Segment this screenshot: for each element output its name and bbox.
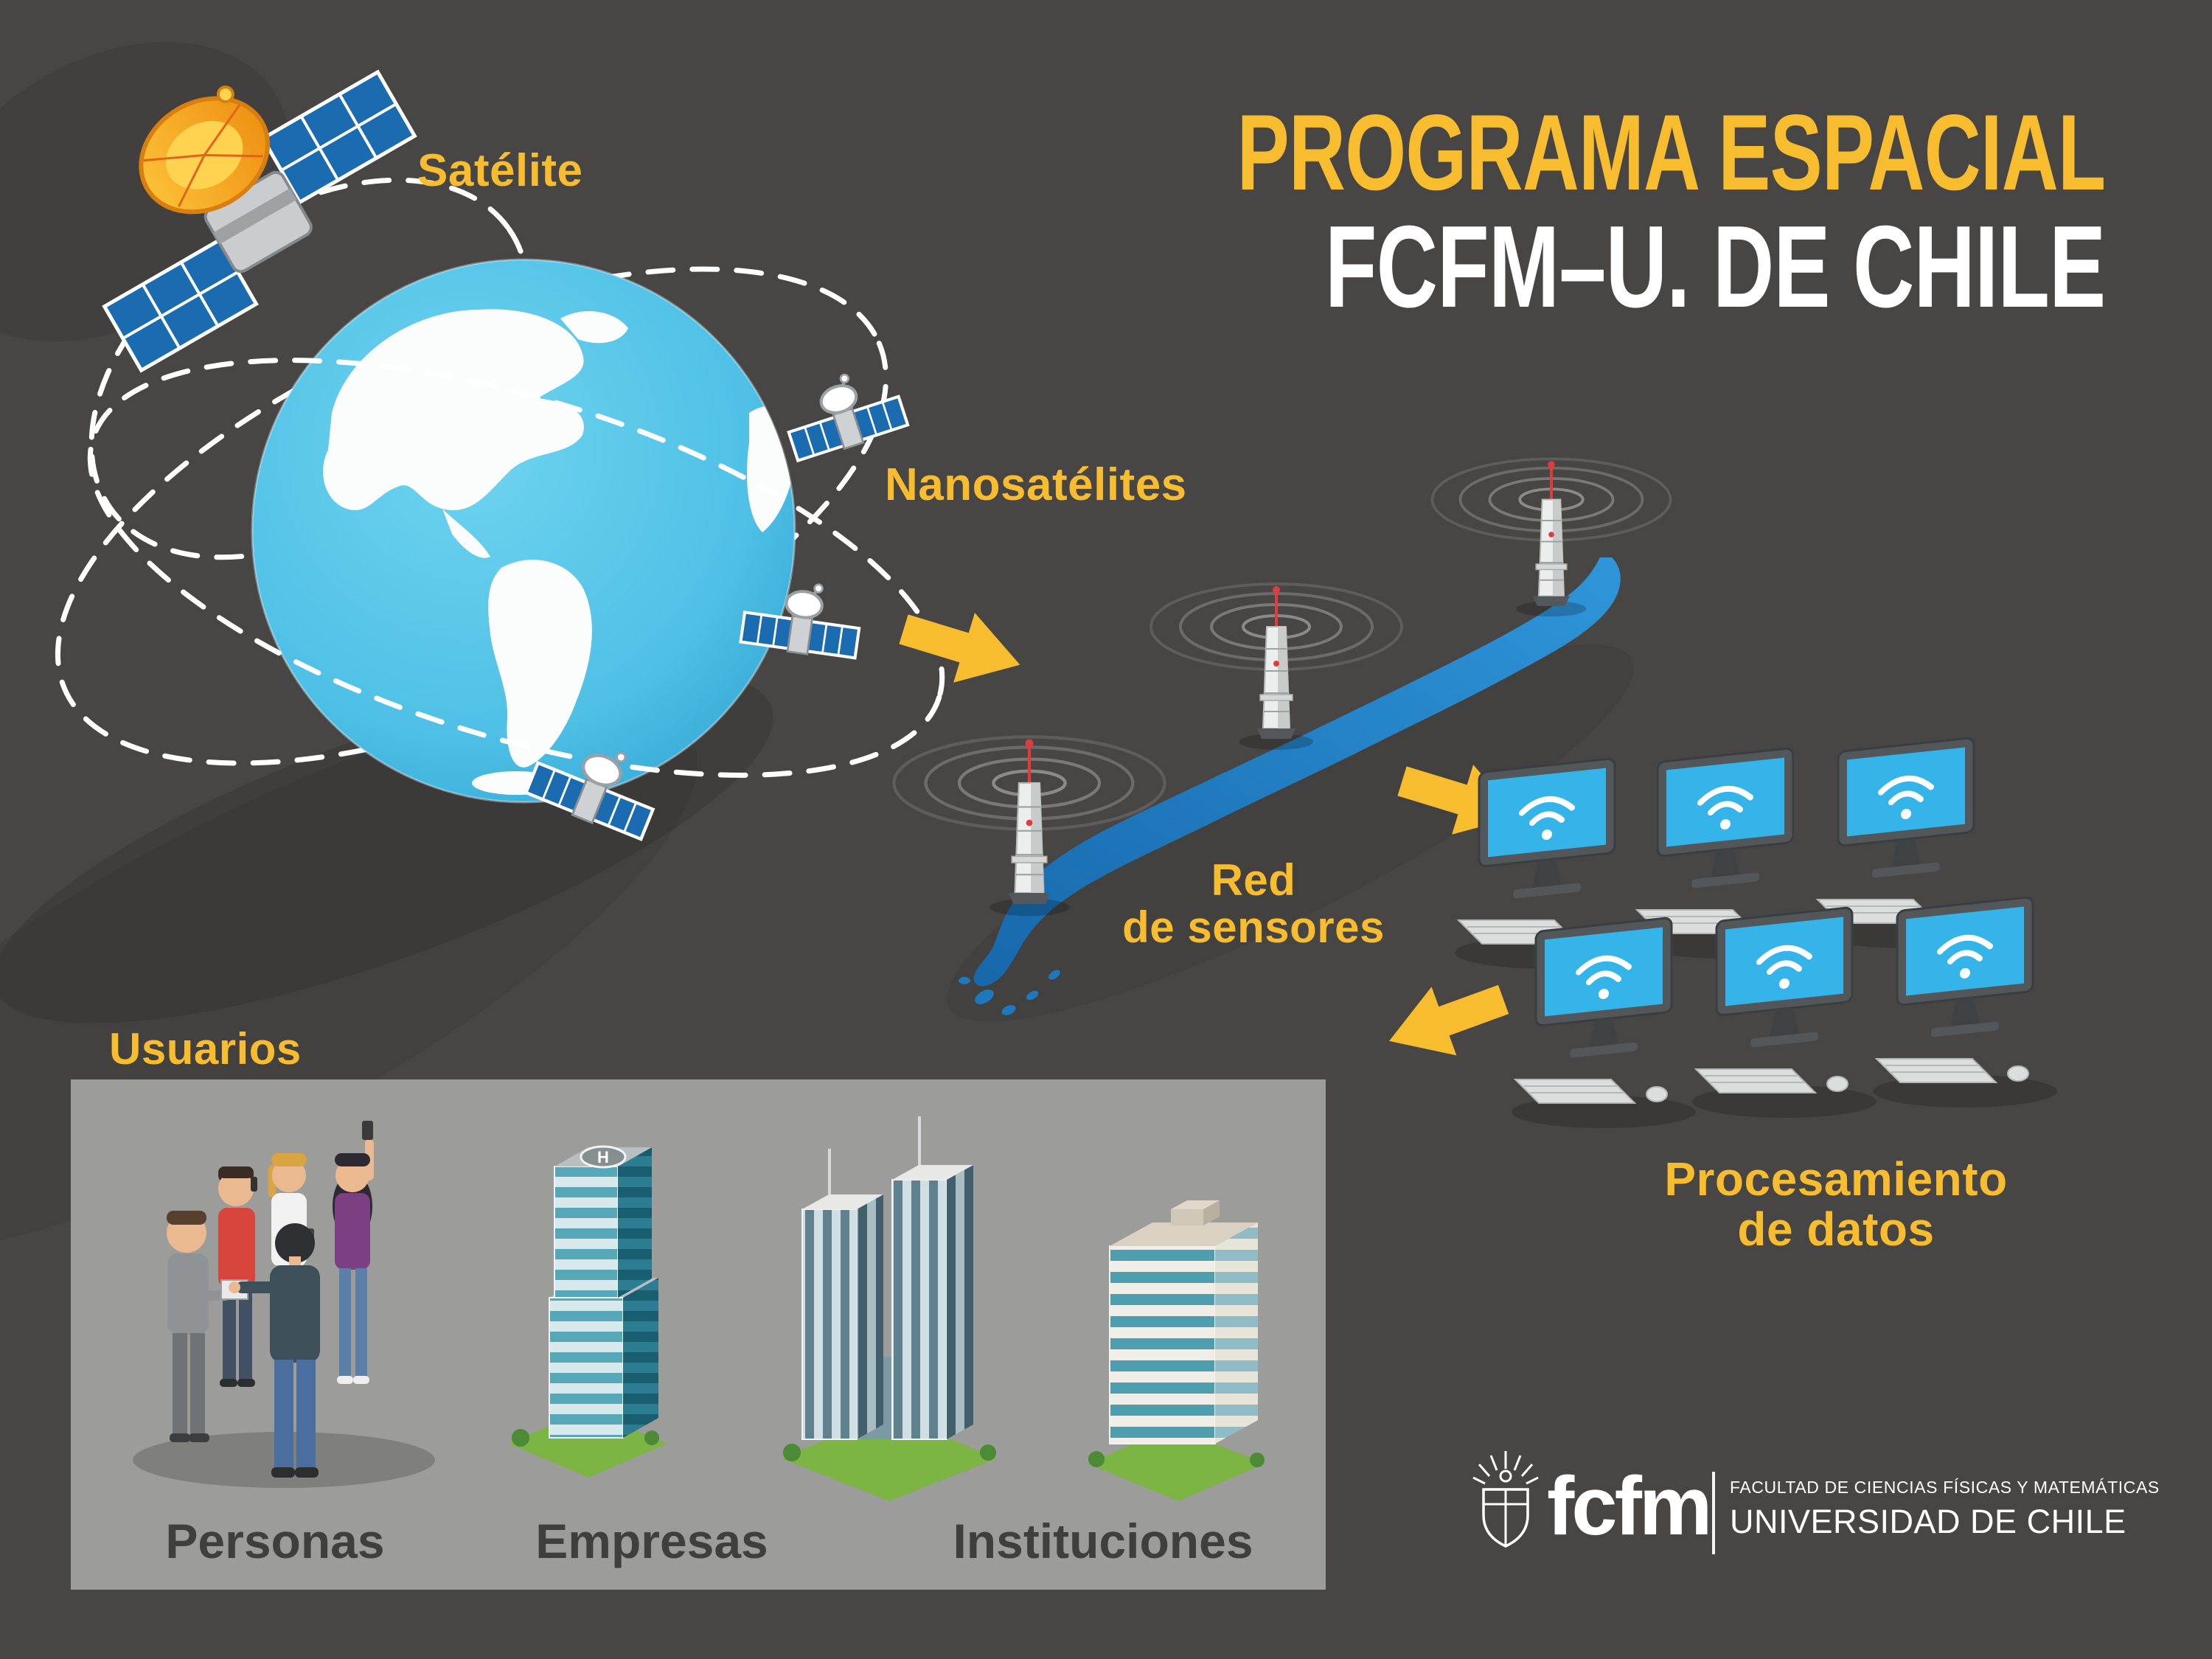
sensor-network-label: Red de sensores xyxy=(1062,857,1445,950)
computer-4 xyxy=(1512,917,1696,1128)
data-processing-label: Procesamiento de datos xyxy=(1615,1152,2057,1256)
orbit-path-front xyxy=(87,358,945,778)
university-name: UNIVERSIDAD DE CHILE xyxy=(1730,1503,2126,1540)
title-line1: PROGRAMA ESPACIAL xyxy=(1237,92,2106,212)
satellite-label: Satélite xyxy=(417,145,583,196)
computer-5 xyxy=(1692,907,1877,1118)
satellite-icon xyxy=(102,69,417,373)
sensor-network-label-line2: de sensores xyxy=(1122,902,1385,952)
building-twin-towers xyxy=(782,1116,997,1501)
page-title: PROGRAMA ESPACIAL FCFM–U. DE CHILE xyxy=(1237,92,2106,332)
computer-cluster xyxy=(1455,737,2057,1128)
flow-arrow-3 xyxy=(1377,964,1516,1076)
nanosatellite-icon-1 xyxy=(777,361,909,464)
sensor-tower-3 xyxy=(1430,457,1672,619)
title-line2: FCFM–U. DE CHILE xyxy=(1324,201,2106,332)
building-empresas: H xyxy=(509,1145,667,1478)
category-label-empresas: Empresas xyxy=(535,1514,768,1568)
category-label-personas: Personas xyxy=(165,1514,385,1568)
people-group xyxy=(133,1121,435,1488)
sensor-network-label-line1: Red xyxy=(1211,855,1296,905)
logo-divider xyxy=(1712,1472,1715,1554)
fcfm-crest-icon xyxy=(1472,1451,1539,1548)
logo-text-block: FACULTAD DE CIENCIAS FÍSICAS Y MATEMÁTIC… xyxy=(1730,1478,2160,1541)
fcfm-wordmark: fcfm xyxy=(1547,1460,1712,1552)
helipad-mark: H xyxy=(597,1148,609,1166)
chile-map xyxy=(959,557,1621,1015)
earth-globe xyxy=(251,258,796,804)
data-processing-label-line2: de datos xyxy=(1737,1202,1935,1256)
building-institucion xyxy=(1088,1200,1265,1501)
users-label: Usuarios xyxy=(109,1024,302,1074)
data-processing-label-line1: Procesamiento xyxy=(1664,1152,2008,1206)
computer-6 xyxy=(1873,897,2057,1107)
category-label-instituciones: Instituciones xyxy=(953,1514,1253,1568)
faculty-name: FACULTAD DE CIENCIAS FÍSICAS Y MATEMÁTIC… xyxy=(1730,1478,2160,1497)
nanosatellites-label: Nanosatélites xyxy=(885,459,1187,510)
